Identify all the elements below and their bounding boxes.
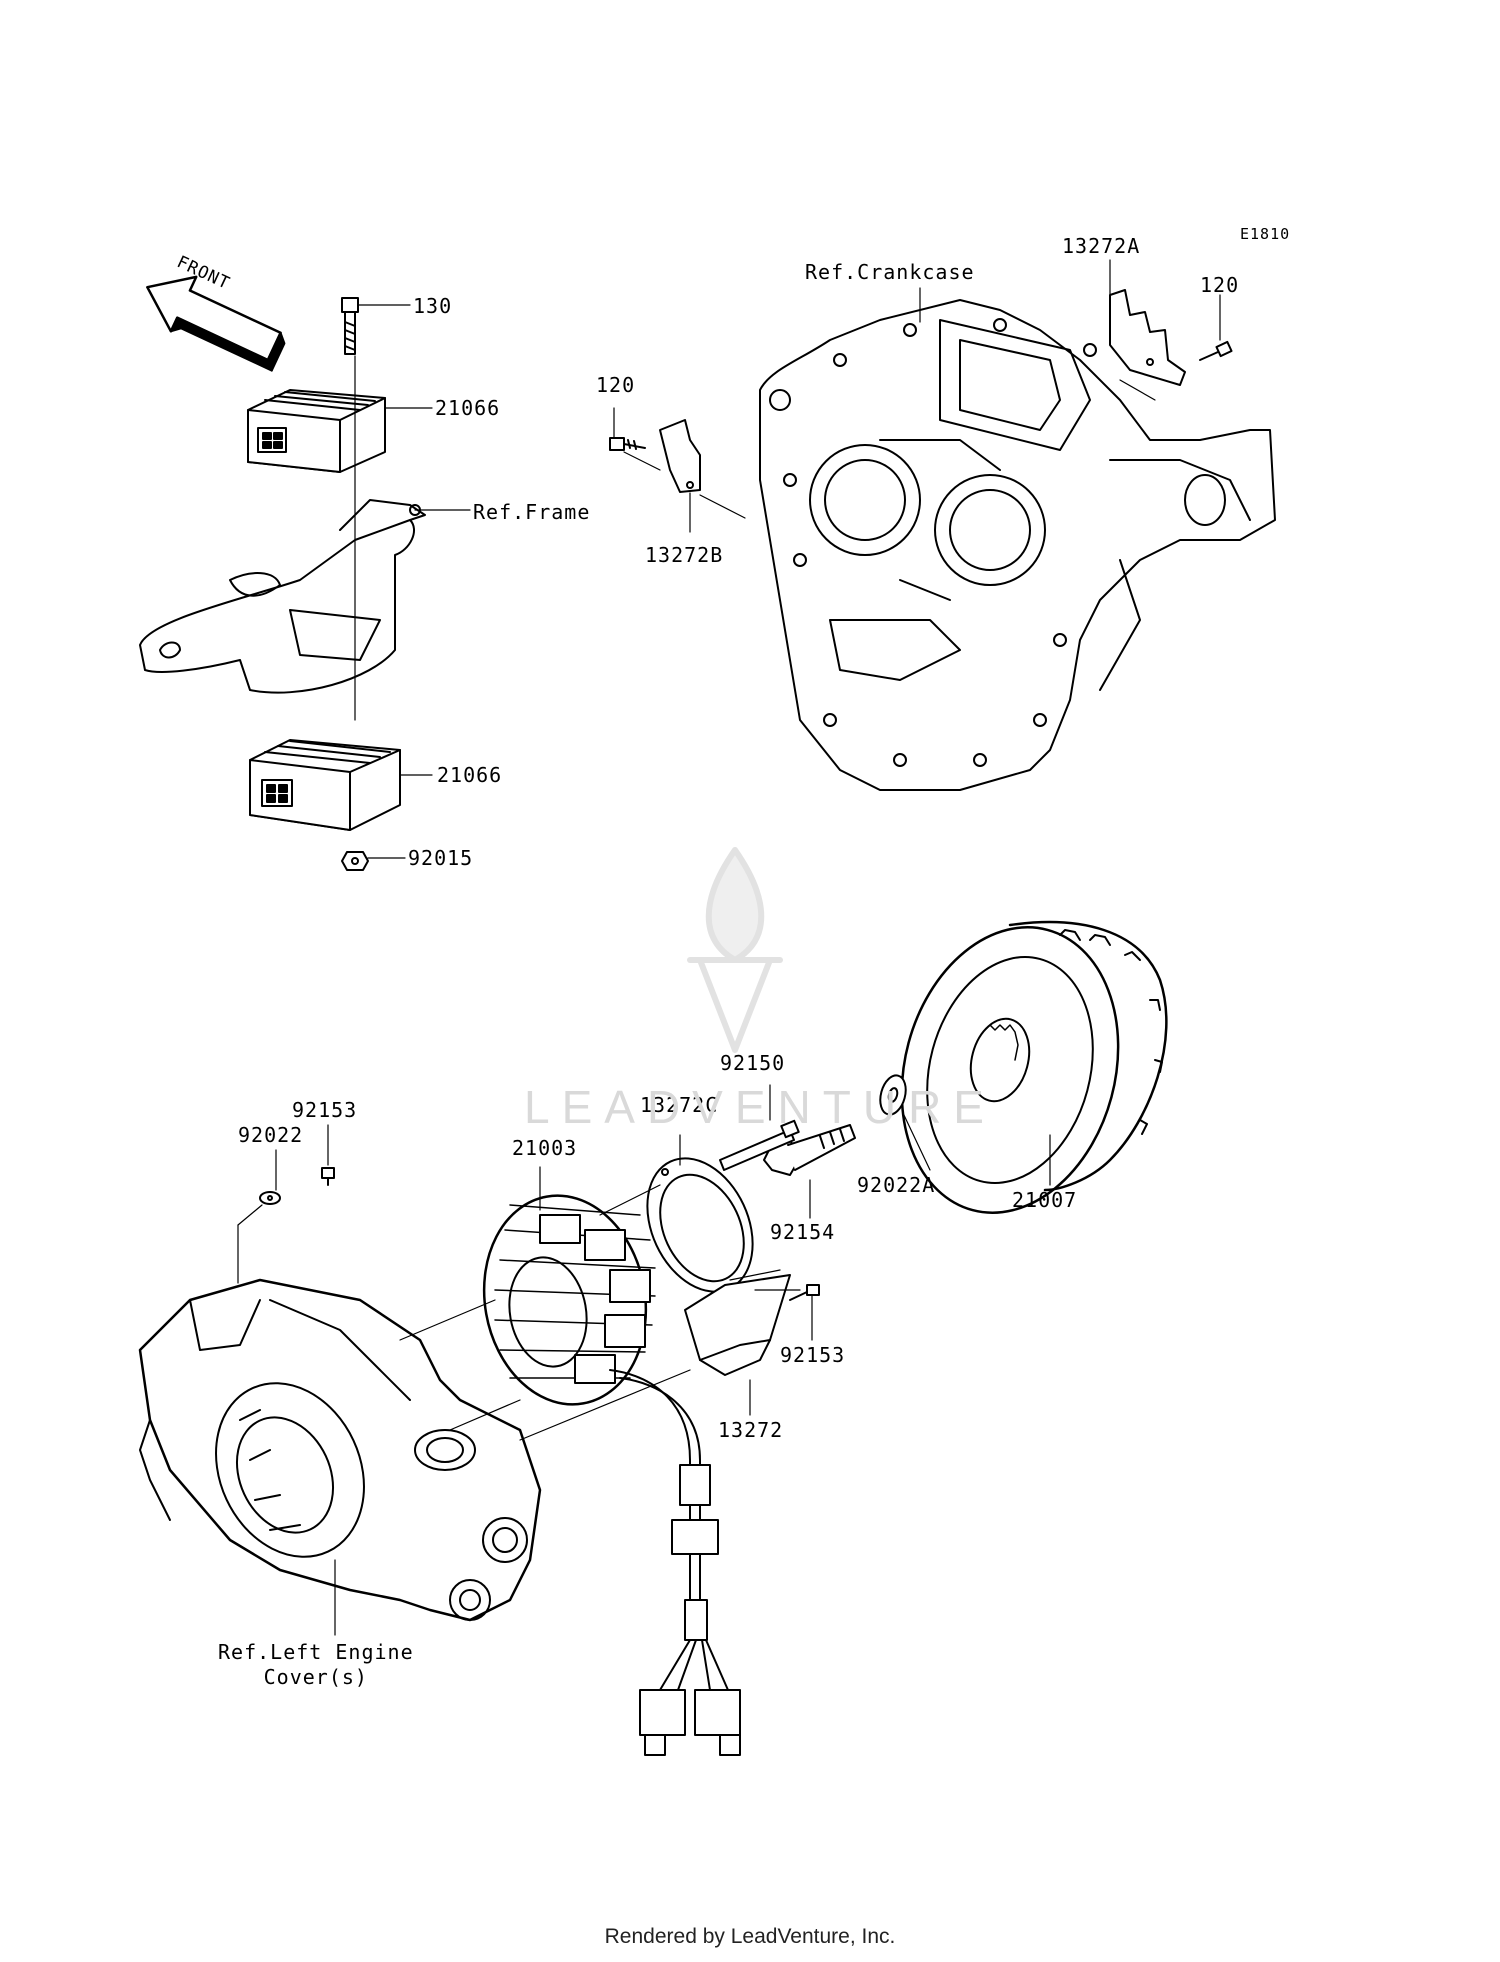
regulator-21066-bottom [249, 739, 401, 831]
screw-92153-top [321, 1167, 335, 1186]
front-arrow [146, 275, 286, 372]
stator-21003 [482, 1194, 656, 1406]
part-label-13272B[interactable]: 13272B [645, 543, 724, 567]
stator-harness [609, 1369, 741, 1756]
part-label-130[interactable]: 130 [413, 294, 453, 318]
ref-left-engine-cover-line1: Ref.Left Engine [218, 1640, 414, 1664]
leader-lines-crankcase [613, 259, 1221, 533]
part-label-120-left[interactable]: 120 [596, 373, 636, 397]
left-engine-cover [138, 1278, 542, 1622]
rotor-21007 [900, 920, 1168, 1214]
ref-crankcase-label: Ref.Crankcase [805, 260, 975, 284]
cover-13272 [684, 1274, 791, 1376]
screw-120-right [1199, 340, 1233, 361]
screw-120-left [609, 437, 646, 451]
part-label-21007[interactable]: 21007 [1012, 1188, 1078, 1212]
part-label-92015[interactable]: 92015 [408, 846, 474, 870]
bracket-13272A [1109, 289, 1186, 386]
ref-left-engine-cover-label: Ref.Left Engine Cover(s) [218, 1640, 414, 1690]
bracket-13272B [659, 419, 701, 493]
part-label-21003[interactable]: 21003 [512, 1136, 578, 1160]
regulator-21066-top [247, 389, 386, 473]
part-label-13272C[interactable]: 13272C [640, 1093, 719, 1117]
part-label-92022[interactable]: 92022 [238, 1123, 304, 1147]
part-label-13272[interactable]: 13272 [718, 1418, 784, 1442]
bolt-92150 [719, 1119, 800, 1171]
screw-92153-bottom [789, 1284, 820, 1301]
leader-lines-lower [237, 1084, 1051, 1636]
watermark-logo [687, 847, 783, 1053]
gasket-13272C [646, 1157, 754, 1293]
nut-92015 [341, 851, 369, 871]
washer-92022A [879, 1074, 907, 1116]
part-label-92150[interactable]: 92150 [720, 1051, 786, 1075]
ref-frame-label: Ref.Frame [473, 500, 591, 524]
crankcase [759, 299, 1276, 791]
part-label-120-right[interactable]: 120 [1200, 273, 1240, 297]
part-label-21066-top[interactable]: 21066 [435, 396, 501, 420]
frame-bracket [139, 499, 426, 694]
ref-left-engine-cover-line2: Cover(s) [263, 1665, 368, 1689]
part-label-92153-top[interactable]: 92153 [292, 1098, 358, 1122]
bolt-130 [341, 297, 359, 355]
watermark-text: LEADVENTURE [524, 1081, 996, 1133]
part-label-92022A[interactable]: 92022A [857, 1173, 936, 1197]
part-label-21066-bottom[interactable]: 21066 [437, 763, 503, 787]
part-label-13272A[interactable]: 13272A [1062, 234, 1141, 258]
part-label-92154[interactable]: 92154 [770, 1220, 836, 1244]
part-label-92153-bottom[interactable]: 92153 [780, 1343, 846, 1367]
diagram-code: E1810 [1240, 225, 1291, 243]
washer-92022 [259, 1191, 281, 1205]
leader-lines-left [357, 304, 471, 859]
footer-credit: Rendered by LeadVenture, Inc. [604, 1925, 896, 1948]
